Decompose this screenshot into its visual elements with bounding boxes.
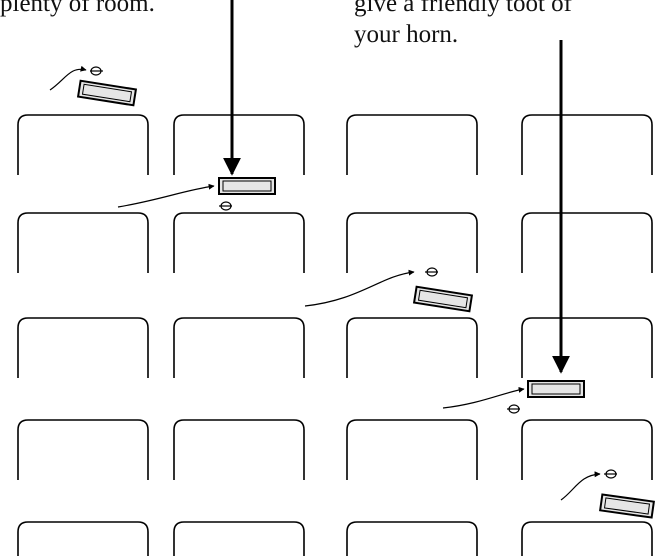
parking-bay [18, 318, 148, 378]
car-icon [78, 81, 136, 106]
parking-bays [18, 115, 652, 556]
cyclist-path [561, 474, 600, 500]
parking-bay [522, 213, 652, 273]
parking-bay [347, 318, 477, 378]
parking-bay [174, 420, 304, 480]
parking-bay [174, 115, 304, 175]
parking-bay [18, 420, 148, 480]
cyclist-icon [219, 202, 232, 210]
parking-bay [522, 420, 652, 480]
cyclist-icon [425, 268, 438, 276]
parking-bay [522, 115, 652, 175]
cyclist-path [305, 272, 414, 306]
parking-bay [174, 522, 304, 556]
parking-bay [347, 420, 477, 480]
parking-bay [347, 115, 477, 175]
parking-bay [18, 213, 148, 273]
parking-bay [522, 318, 652, 378]
cyclist-icon [507, 405, 520, 413]
car-icon [600, 494, 654, 517]
parking-bay [174, 213, 304, 273]
cyclist-path [118, 186, 214, 207]
cyclist-icon [604, 470, 617, 478]
parking-bay [347, 213, 477, 273]
car-icon [414, 287, 472, 312]
cyclist-icon [90, 67, 103, 75]
parking-bay [18, 115, 148, 175]
parking-bay [522, 522, 652, 556]
parking-bay [347, 522, 477, 556]
parking-bay [174, 318, 304, 378]
car-icon [219, 178, 275, 194]
car-icon [528, 381, 584, 397]
parking-bay [18, 522, 148, 556]
